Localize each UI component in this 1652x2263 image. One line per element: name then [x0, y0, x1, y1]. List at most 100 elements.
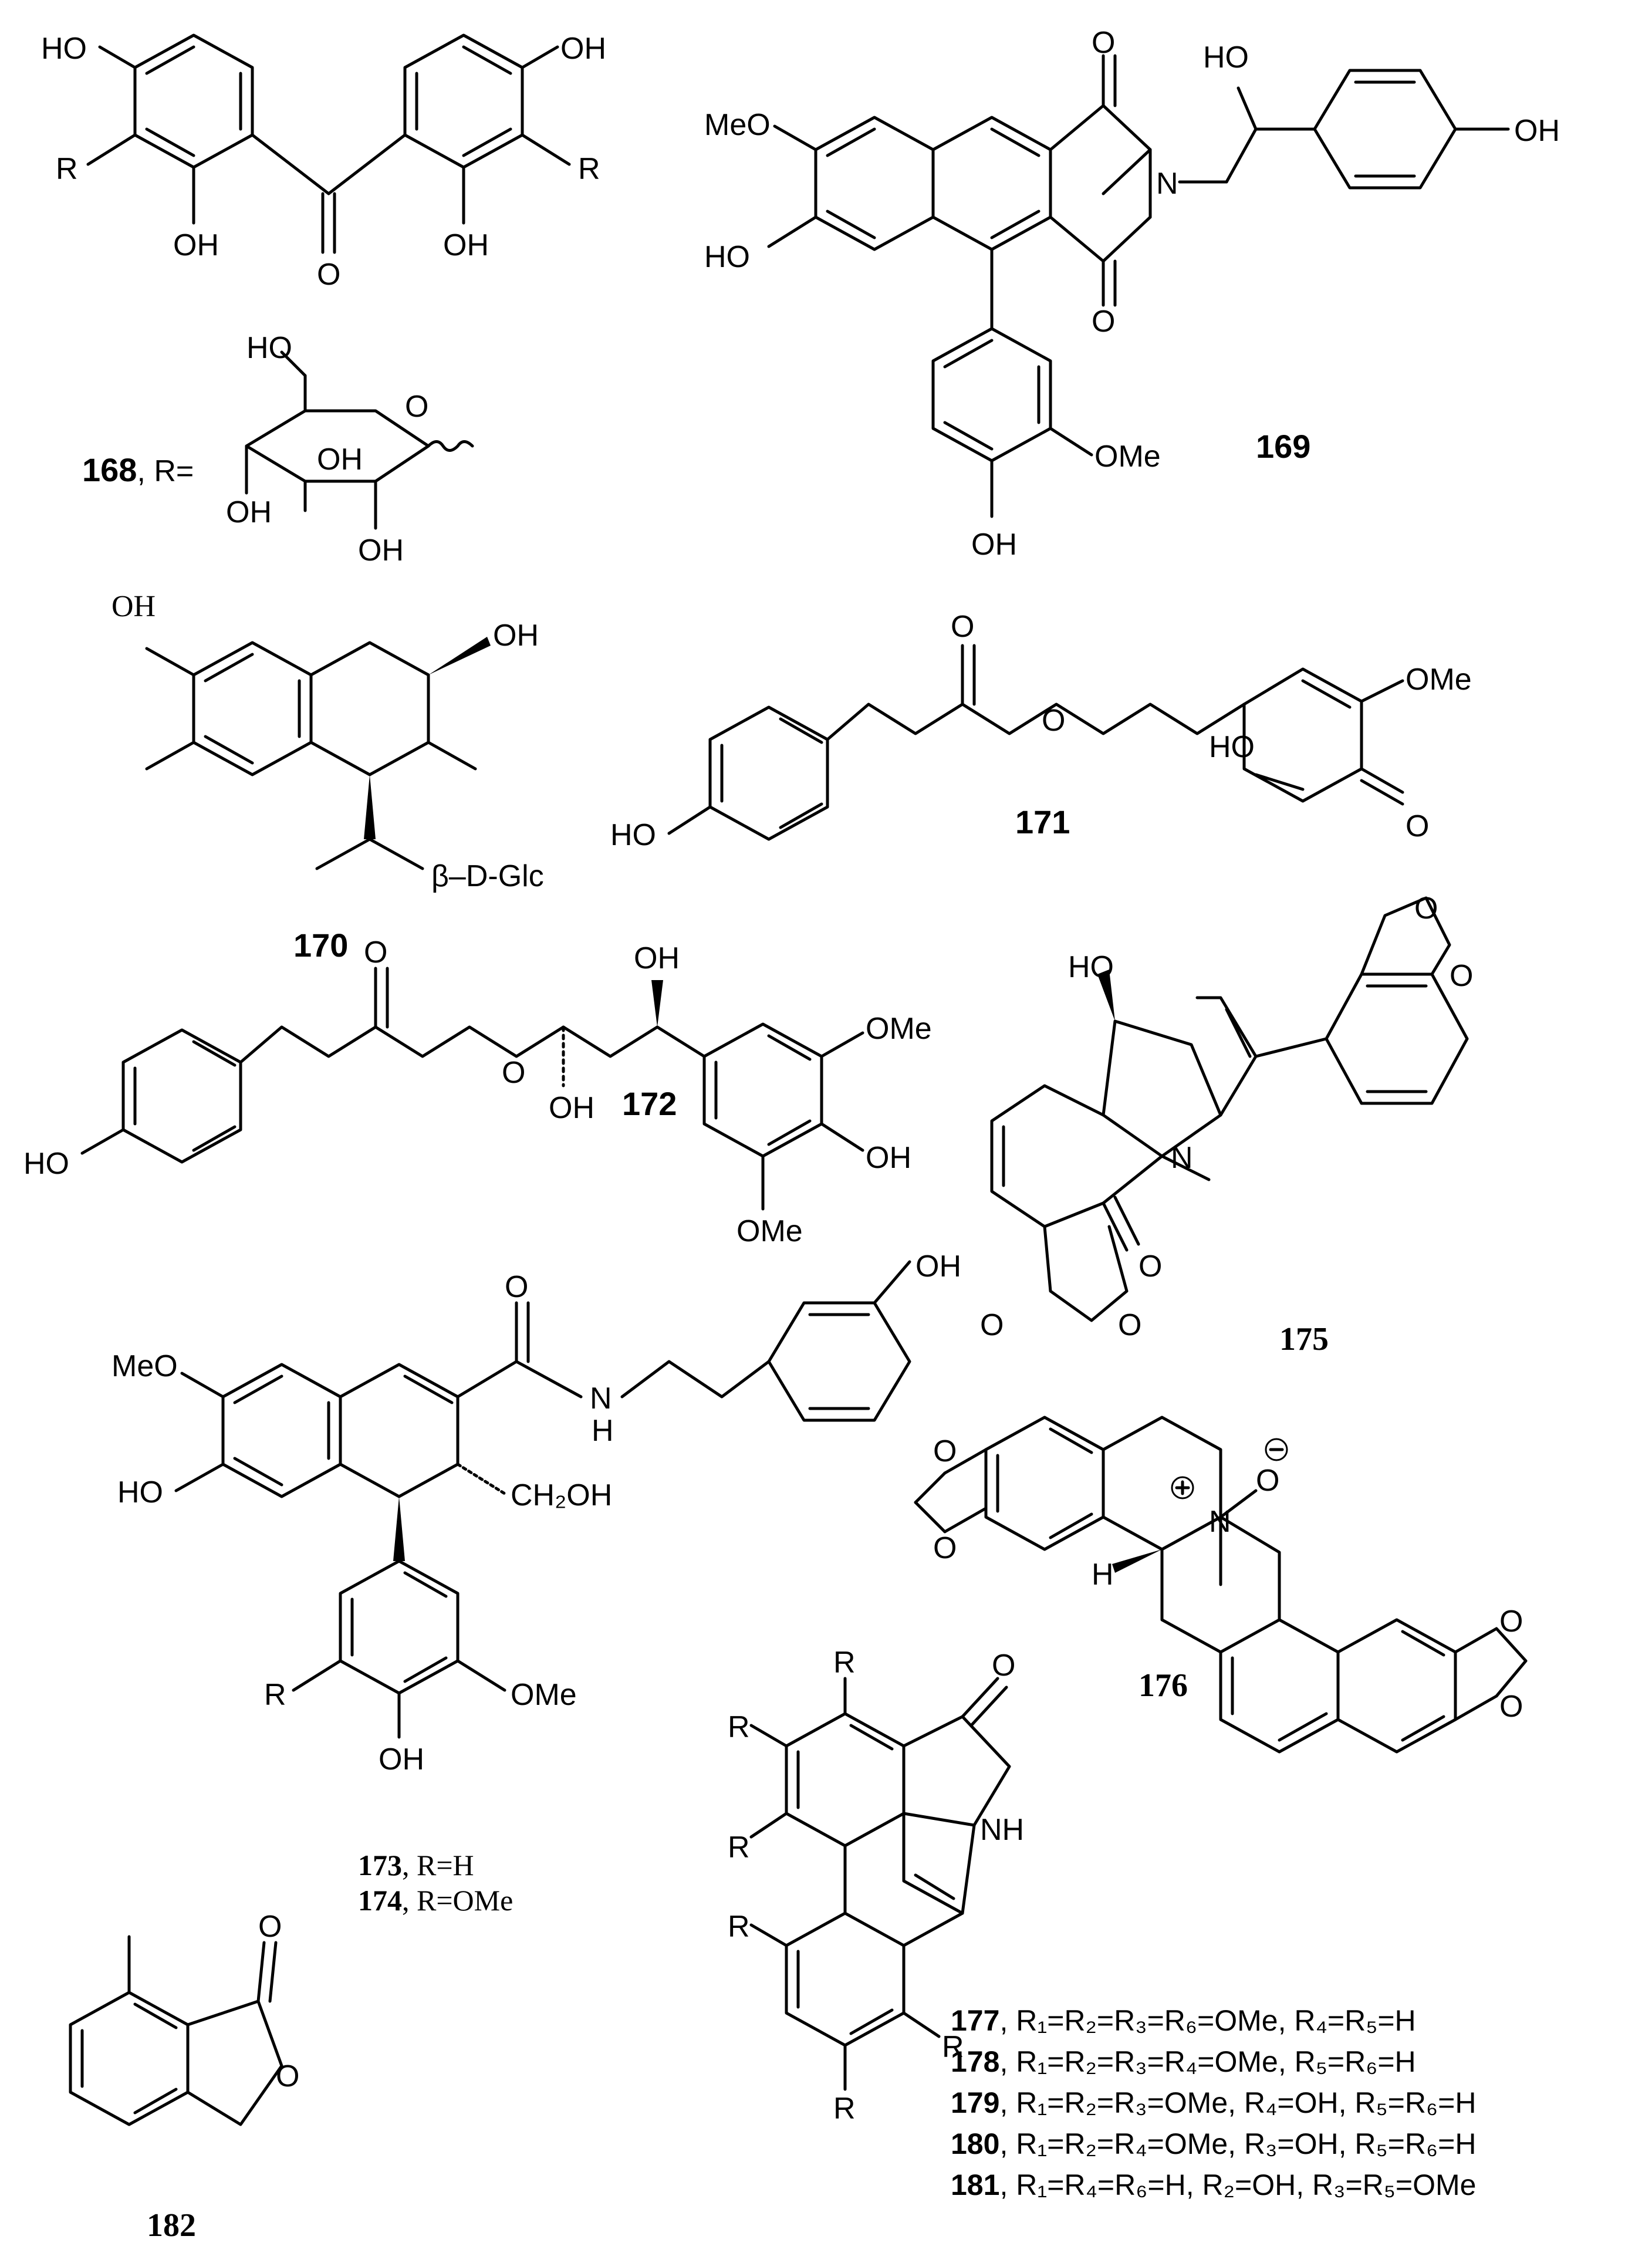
- label-r1: R: [833, 1646, 856, 1680]
- compound-172: O OH OMe O HO OH OH OMe 172: [23, 935, 932, 1248]
- label-ho: HO: [23, 1147, 69, 1181]
- compound-number: 182: [147, 2207, 196, 2244]
- compound-number: 170: [293, 927, 348, 964]
- label-nh: NH: [980, 1813, 1024, 1847]
- label-oh: OH: [915, 1249, 961, 1284]
- label-n: N: [1156, 167, 1178, 201]
- label-o: O: [502, 1056, 525, 1090]
- label-o: O: [1414, 891, 1438, 926]
- compound-168: HO OH R R OH O OH HO O OH OH OH 168, R=: [41, 32, 606, 568]
- label-oh: OH: [226, 495, 272, 529]
- compound-number: 171: [1015, 803, 1070, 840]
- compound-number: 169: [1256, 428, 1310, 465]
- label-o: O: [933, 1434, 957, 1468]
- label-o-negative: O: [1256, 1464, 1279, 1498]
- caption-177: 177, R₁=R₂=R₃=R₆=OMe, R₄=R₅=H: [951, 2004, 1416, 2037]
- label-ome: OMe: [1406, 663, 1472, 697]
- compound-177-181: R R R R R R O NH 177, R₁=R₂=R₃=R₆=OMe, R…: [728, 1646, 1476, 2201]
- label-oh: OH: [112, 590, 156, 623]
- label-oh: OH: [493, 619, 539, 653]
- label-ome: OMe: [1094, 440, 1161, 474]
- compound-number: 172: [622, 1085, 677, 1122]
- label-ome: OMe: [866, 1012, 932, 1046]
- label-oh: OH: [443, 228, 489, 262]
- label-n: N: [1171, 1141, 1193, 1175]
- label-glc: β–D-Glc: [431, 859, 544, 893]
- label-oh: OH: [971, 528, 1017, 562]
- label-ome: OMe: [737, 1214, 803, 1248]
- caption-174: 174, R=OMe: [358, 1884, 513, 1917]
- label-o: O: [276, 2059, 299, 2093]
- caption-181: 181, R₁=R₄=R₆=H, R₂=OH, R₃=R₅=OMe: [951, 2169, 1476, 2201]
- label-oh: OH: [379, 1742, 424, 1776]
- compound-182: O O 182: [69, 1910, 299, 2244]
- label-o: O: [1499, 1605, 1523, 1639]
- caption-180: 180, R₁=R₂=R₄=OMe, R₃=OH, R₅=R₆=H: [951, 2127, 1476, 2160]
- label-o: O: [992, 1649, 1015, 1683]
- label-o: O: [933, 1531, 957, 1565]
- label-meo: MeO: [112, 1349, 178, 1383]
- label-r: R: [56, 152, 78, 186]
- compound-171: O O OMe HO HO O 171: [610, 610, 1472, 852]
- label-ho: HO: [1068, 950, 1114, 984]
- label-ho: HO: [704, 240, 750, 274]
- caption-179: 179, R₁=R₂=R₃=OMe, R₄=OH, R₅=R₆=H: [951, 2086, 1476, 2119]
- label-oh: OH: [549, 1091, 594, 1125]
- label-ch2oh: CH₂OH: [511, 1478, 612, 1512]
- label-oh: OH: [560, 32, 606, 66]
- compound-number: 176: [1139, 1667, 1188, 1704]
- label-meo: MeO: [704, 108, 771, 142]
- label-r3: R: [728, 1830, 750, 1865]
- label-oh: OH: [1514, 114, 1560, 148]
- label-ho: HO: [610, 818, 656, 852]
- label-r6: R: [942, 2030, 964, 2064]
- label-r2: R: [728, 1710, 750, 1744]
- compound-number: 175: [1279, 1321, 1329, 1357]
- label-o: O: [1499, 1690, 1523, 1724]
- label-o: O: [1450, 959, 1473, 993]
- label-oh: OH: [866, 1141, 911, 1175]
- label-ho: HO: [41, 32, 87, 66]
- label-o: O: [1042, 704, 1065, 738]
- compound-173-174: O OH MeO N H HO CH₂OH R OMe OH 173, R=H …: [112, 1249, 961, 1917]
- label-ho: HO: [117, 1475, 163, 1509]
- compound-169: MeO O HO OH N HO O OMe OH 169: [704, 26, 1560, 562]
- label-o: O: [1092, 26, 1115, 60]
- compound-170: OH OH β–D-Glc 170: [112, 590, 544, 964]
- label-oh: OH: [317, 443, 363, 477]
- label-n: N: [1209, 1505, 1231, 1539]
- label-r4: R: [728, 1910, 750, 1944]
- label-ho: HO: [1209, 730, 1255, 764]
- label-o: O: [1406, 809, 1429, 843]
- label-n: N: [590, 1382, 612, 1416]
- negative-charge-icon: [1265, 1438, 1288, 1461]
- label-o: O: [980, 1308, 1004, 1342]
- label-o: O: [258, 1910, 282, 1944]
- positive-charge-icon: [1171, 1476, 1194, 1499]
- label-o: O: [317, 258, 340, 292]
- caption-178: 178, R₁=R₂=R₃=R₄=OMe, R₅=R₆=H: [951, 2045, 1416, 2078]
- label-oh: OH: [173, 228, 219, 262]
- label-o: O: [405, 390, 428, 424]
- label-r: R: [264, 1678, 286, 1712]
- label-o: O: [1118, 1308, 1141, 1342]
- label-o: O: [505, 1270, 528, 1304]
- label-h: H: [1092, 1558, 1114, 1592]
- caption-173: 173, R=H: [358, 1849, 474, 1882]
- compound-175: HO N O O O O O 175: [980, 891, 1473, 1357]
- label-ome: OMe: [511, 1678, 577, 1712]
- label-o: O: [1139, 1249, 1162, 1284]
- compound-176: O O N O H O O 176: [914, 1416, 1528, 1754]
- label-o: O: [364, 935, 387, 970]
- label-o: O: [951, 610, 974, 644]
- label-oh: OH: [634, 941, 680, 975]
- label-h: H: [592, 1414, 614, 1448]
- label-ho: HO: [246, 331, 292, 365]
- label-o: O: [1092, 305, 1115, 339]
- compound-number: 168, R=: [82, 451, 194, 488]
- label-r: R: [578, 152, 600, 186]
- label-r5: R: [833, 2092, 856, 2126]
- label-oh: OH: [358, 533, 404, 568]
- label-ho: HO: [1203, 40, 1249, 75]
